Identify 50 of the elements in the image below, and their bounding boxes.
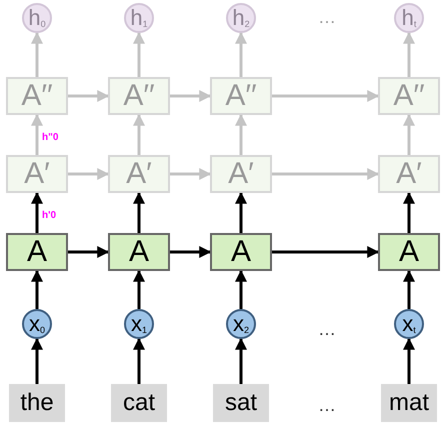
arrow [133, 338, 145, 384]
rnn-cell-box: A [108, 233, 170, 271]
arrow [272, 90, 380, 102]
edge-label: h"0 [41, 133, 60, 143]
layer-box: A′ [378, 155, 440, 193]
layer-box: A′′ [378, 77, 440, 115]
arrow [235, 192, 247, 233]
arrow [31, 192, 43, 233]
arrow [403, 32, 415, 77]
layer-box: A′ [6, 155, 68, 193]
arrow [68, 168, 110, 180]
arrow [133, 192, 145, 233]
rnn-cell-box: A [6, 233, 68, 271]
layer-box: A′ [108, 155, 170, 193]
word-box: the [9, 384, 65, 422]
arrow [403, 338, 415, 384]
layer-box: A′′ [210, 77, 272, 115]
edge-label: h'0 [41, 211, 58, 221]
arrow [31, 338, 43, 384]
layer-box: A′ [210, 155, 272, 193]
ellipsis: … [318, 320, 336, 338]
ellipsis: … [318, 8, 336, 26]
arrow [235, 32, 247, 77]
arrow [68, 90, 110, 102]
arrow [133, 114, 145, 155]
arrow [272, 168, 380, 180]
arrow [133, 270, 145, 309]
arrow [31, 270, 43, 309]
arrow [170, 168, 212, 180]
arrow [170, 90, 212, 102]
arrow [235, 114, 247, 155]
arrow [68, 246, 110, 258]
ellipsis: … [318, 396, 336, 414]
rnn-cell-box: A [378, 233, 440, 271]
arrow [31, 114, 43, 155]
word-box: mat [381, 384, 437, 422]
word-box: sat [213, 384, 269, 422]
arrow [170, 246, 212, 258]
arrow [403, 114, 415, 155]
arrow [403, 192, 415, 233]
word-box: cat [111, 384, 167, 422]
rnn-cell-box: A [210, 233, 272, 271]
layer-box: A′′ [108, 77, 170, 115]
arrow [235, 338, 247, 384]
arrow [272, 246, 380, 258]
arrow [31, 32, 43, 77]
arrow [235, 270, 247, 309]
layer-box: A′′ [6, 77, 68, 115]
arrow [403, 270, 415, 309]
arrow [133, 32, 145, 77]
